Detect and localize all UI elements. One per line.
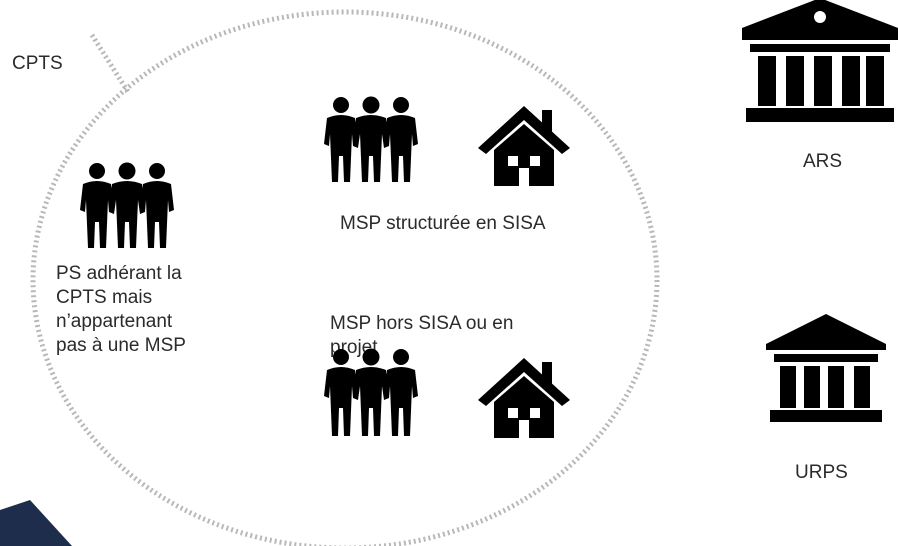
cpts-pointer-line [89,33,131,94]
msp-hors-sisa-line-1: MSP hors SISA ou en [330,313,514,334]
ps-non-msp-line-1: PS adhérant la [56,263,182,284]
cpts-dotted-circle [30,9,660,546]
people-group-icon [322,96,420,182]
cpts-label: CPTS [12,53,63,74]
ars-label: ARS [803,151,843,172]
msp-sisa-label: MSP structurée en SISA [340,213,546,234]
corner-accent [0,500,72,546]
ps-non-msp-line-4: pas à une MSP [56,335,186,356]
people-group-icon [78,162,176,248]
people-group-icon [322,346,420,436]
institution-building-icon [766,314,886,422]
ps-non-msp-line-2: CPTS mais [56,287,153,308]
house-icon [478,104,570,186]
institution-building-icon [742,0,898,122]
urps-label: URPS [795,462,848,483]
house-icon [478,356,570,438]
ps-non-msp-line-3: n’appartenant [56,311,173,332]
